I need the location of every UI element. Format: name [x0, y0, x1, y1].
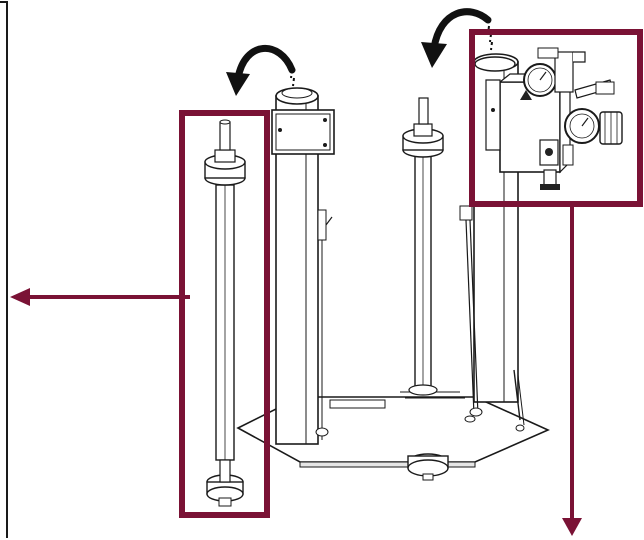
curved-arrow-head: [226, 72, 250, 96]
curved-arrow-head: [421, 42, 447, 68]
base-foot: [407, 453, 449, 481]
tie-rod: [459, 205, 483, 417]
curved-arrow-icon: [430, 8, 492, 52]
callout-box-right: [469, 29, 643, 207]
column-left-main: [271, 87, 335, 445]
rod-center: [402, 97, 444, 396]
rod-left-removable: [204, 119, 246, 507]
regulator-assembly: [474, 47, 623, 190]
curved-arrow-icon: [234, 44, 296, 82]
callout-box-left: [179, 110, 270, 518]
